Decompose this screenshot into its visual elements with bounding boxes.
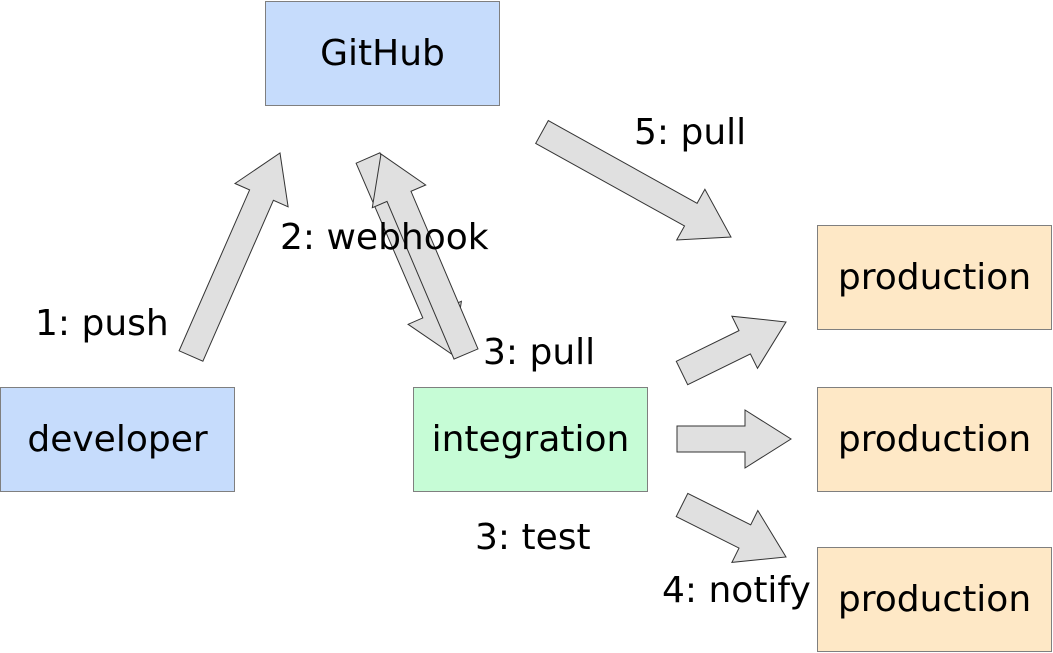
- production-label-1: production: [837, 257, 1032, 298]
- production-label-2: production: [837, 419, 1032, 460]
- deploy-arrow-1: [675, 315, 787, 386]
- production-node-2: production: [817, 387, 1052, 492]
- push-arrow: [178, 152, 289, 362]
- developer-node: developer: [0, 387, 235, 492]
- pull-integration-label: 3: pull: [483, 332, 596, 373]
- pull-integration-arrow: [371, 153, 479, 360]
- pull-production-arrow: [535, 119, 732, 241]
- pull-production-label: 5: pull: [634, 112, 747, 153]
- github-node: GitHub: [265, 1, 500, 106]
- developer-label: developer: [27, 419, 208, 460]
- production-node-3: production: [817, 547, 1052, 652]
- webhook-label: 2: webhook: [280, 217, 489, 258]
- production-node-1: production: [817, 225, 1052, 330]
- deploy-arrow-2: [676, 409, 792, 469]
- notify-arrow: [675, 492, 787, 563]
- integration-label: integration: [431, 419, 630, 460]
- production-label-3: production: [837, 579, 1032, 620]
- notify-label: 4: notify: [662, 570, 811, 611]
- test-label: 3: test: [475, 517, 591, 558]
- integration-node: integration: [413, 387, 648, 492]
- github-label: GitHub: [320, 33, 445, 74]
- push-label: 1: push: [35, 303, 169, 344]
